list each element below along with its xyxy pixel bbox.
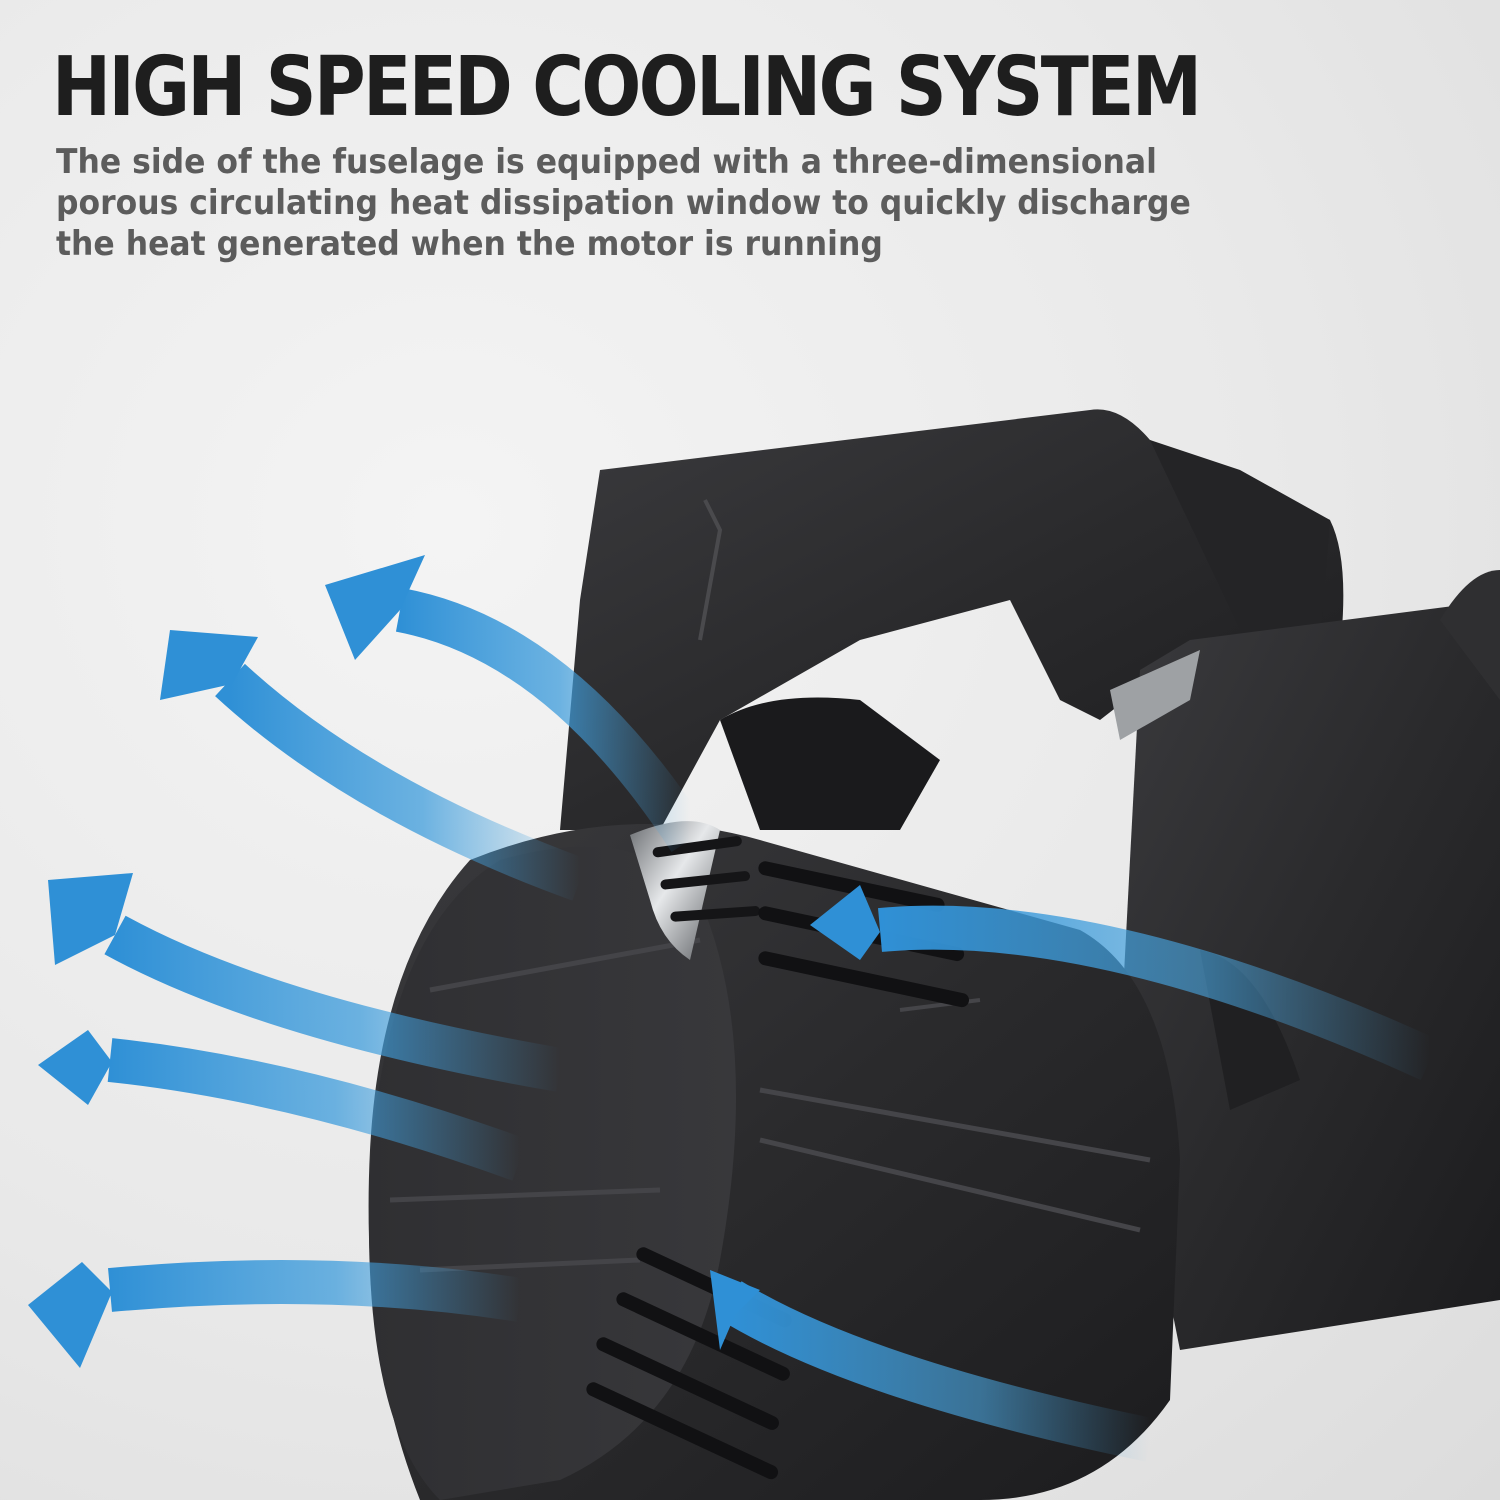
motor-housing [368,824,1180,1500]
vent-ring [630,821,761,960]
airflow-arrow [325,555,709,852]
headline: HIGH SPEED COOLING SYSTEM [52,40,1202,135]
airflow-arrow [160,630,588,901]
airflow-arrow [48,873,564,1092]
tool-handle [560,409,1344,830]
airflow-arrows-out [28,555,709,1368]
airflow-arrows-in [710,885,1440,1462]
feature-description: The side of the fuselage is equipped wit… [56,142,1191,264]
airflow-arrow [710,1270,1155,1462]
airflow-arrow [28,1260,524,1368]
airflow-arrow [810,885,1440,1081]
airflow-arrow [38,1030,528,1181]
rear-housing [1110,570,1500,1350]
